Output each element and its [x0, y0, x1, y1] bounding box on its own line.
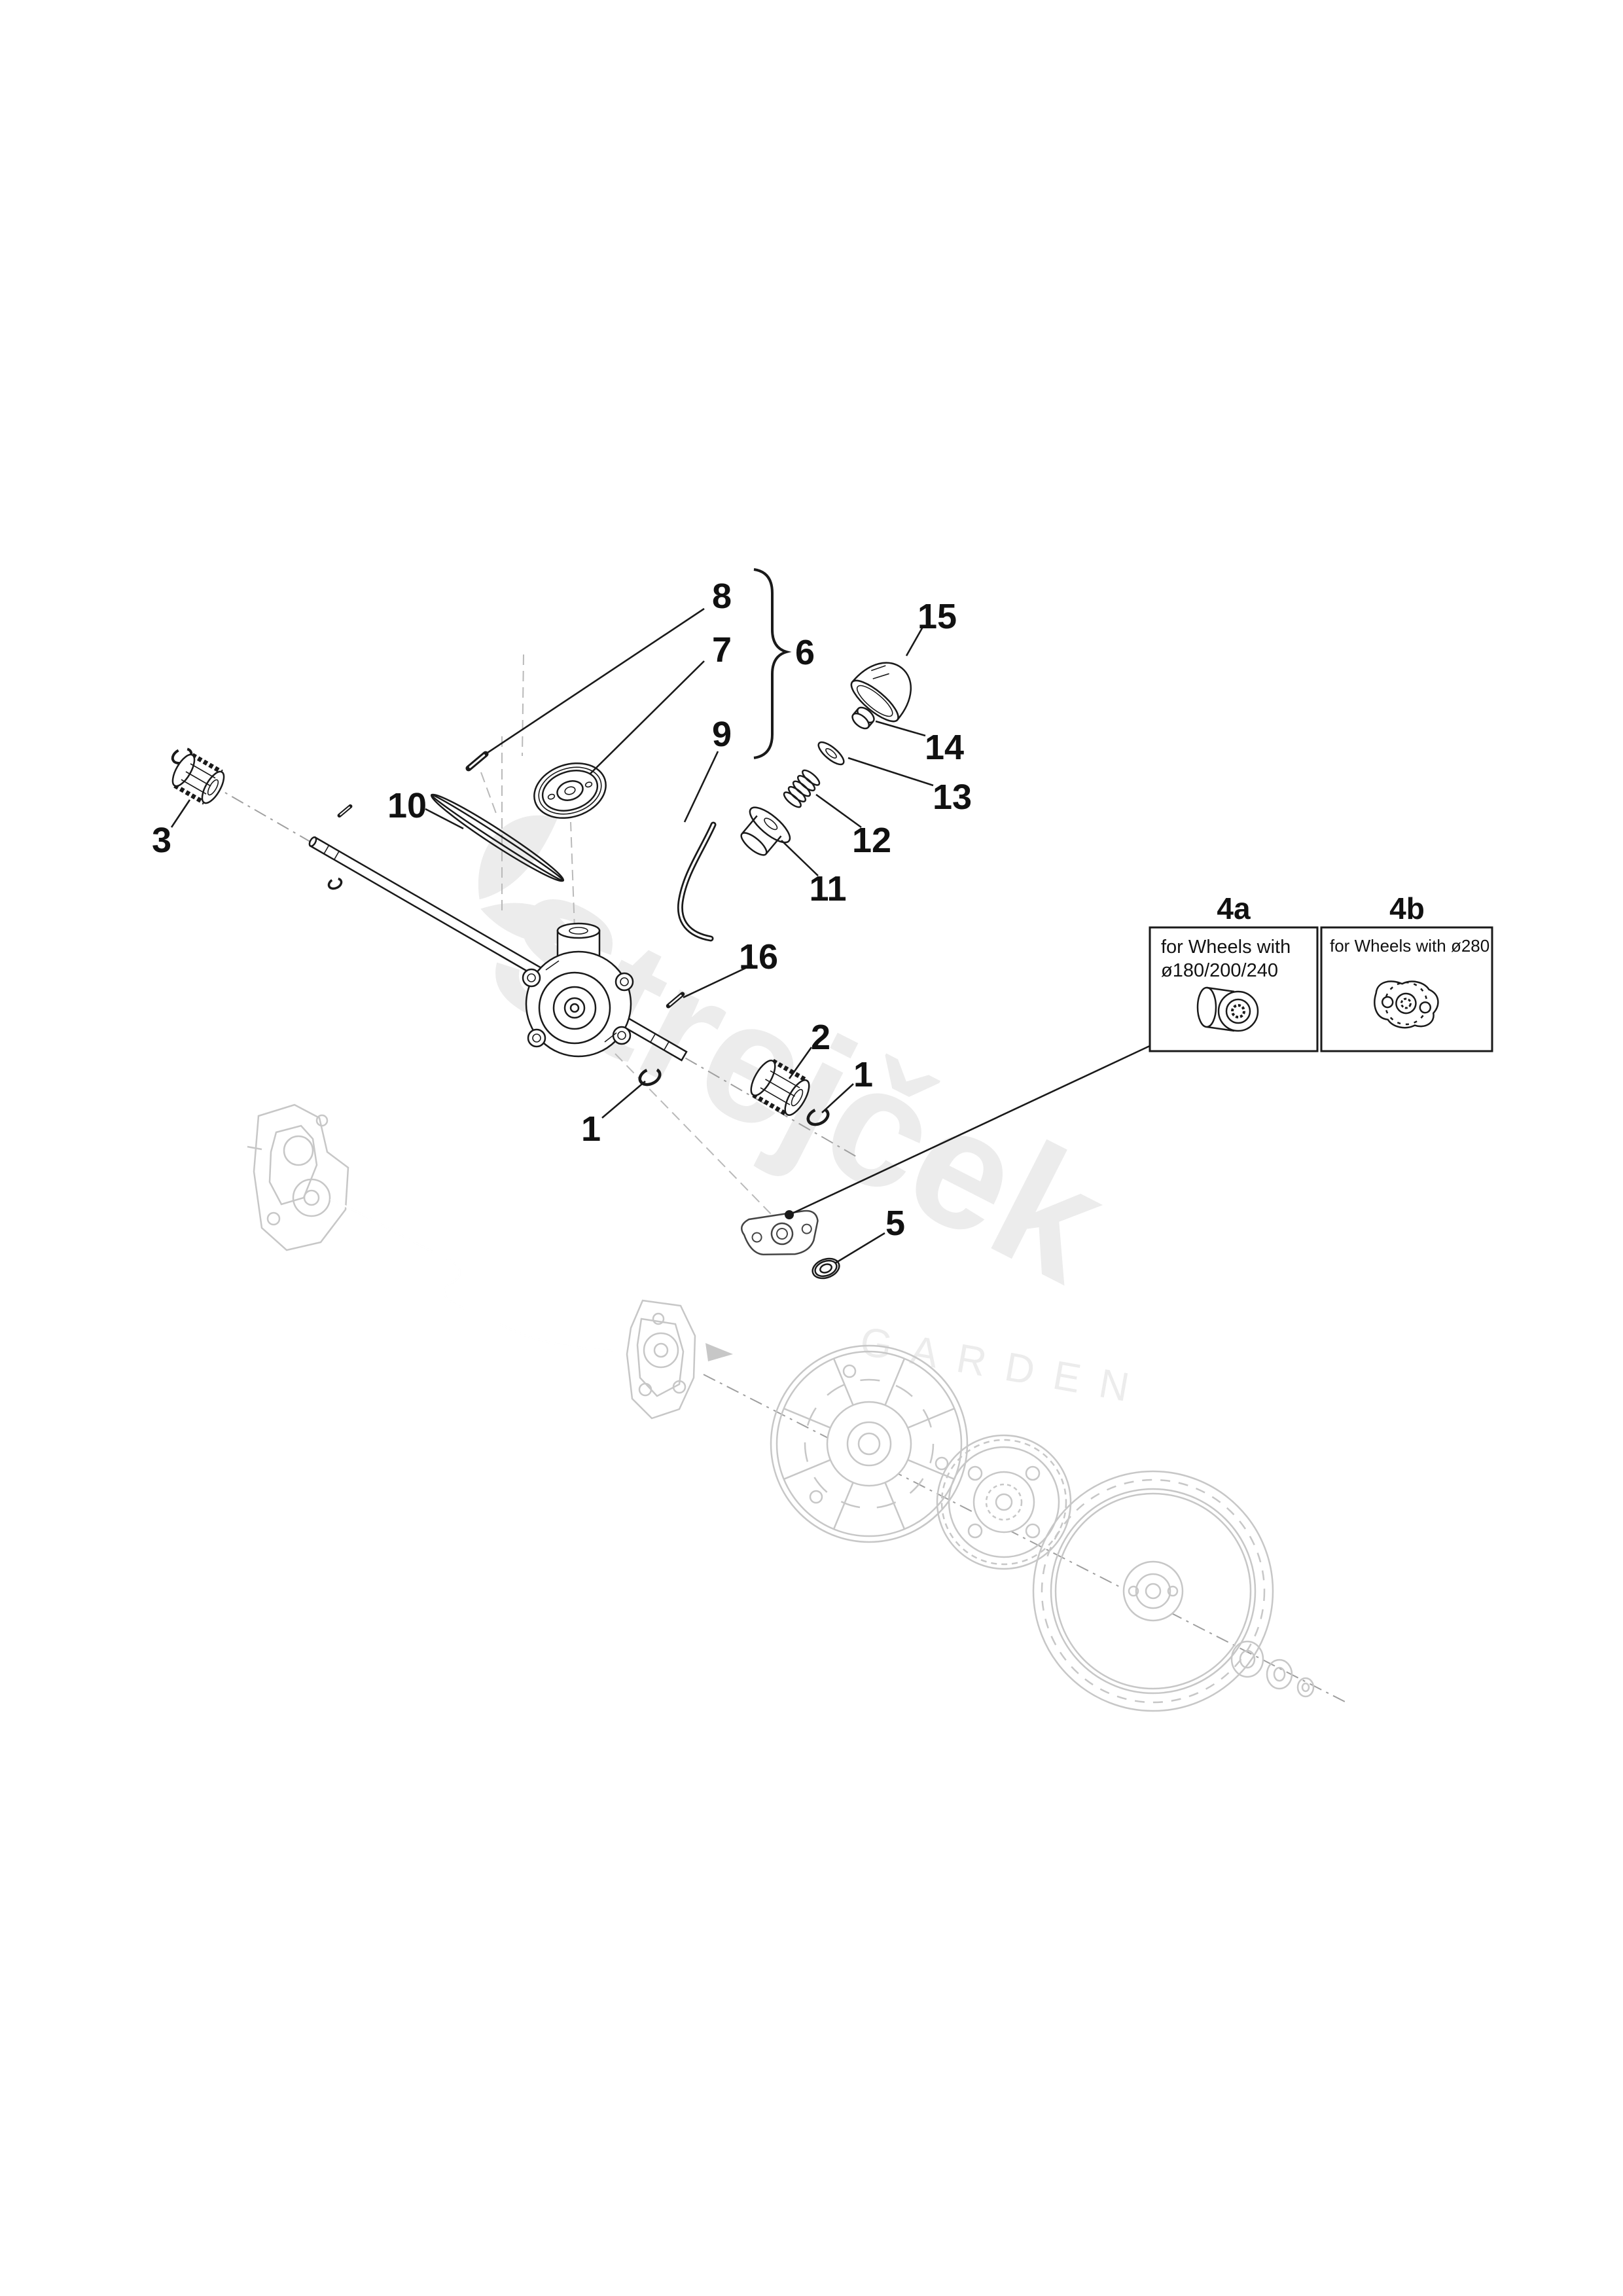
ghost-bearing-medium: [1266, 1659, 1293, 1690]
bushing-part11: [740, 806, 791, 856]
callout-8: 8: [712, 577, 732, 616]
washer-part13: [817, 741, 845, 766]
leader-15: [905, 626, 924, 656]
leader-1-left: [601, 1081, 646, 1119]
leader-16: [683, 963, 753, 999]
inset-4b-caption: for Wheels with ø280: [1330, 936, 1489, 956]
callout-11: 11: [809, 869, 846, 908]
dust-cap-part15: [850, 662, 912, 723]
callout-5: 5: [885, 1204, 905, 1243]
ghost-chassis-right-bracket: [626, 1299, 696, 1420]
inset-box-4a: 4a for Wheels with ø180/200/240: [1149, 891, 1319, 1052]
callout-12: 12: [852, 821, 891, 860]
wheel-bracket: [741, 1210, 819, 1256]
ghost-washer-small: [1296, 1677, 1315, 1698]
leader-inset-boxes: [789, 1045, 1150, 1216]
ghost-bearing-large: [1230, 1640, 1264, 1678]
circlip-part1-right: [806, 1107, 830, 1126]
transmission-gearbox: [522, 922, 634, 1058]
leader-5: [834, 1232, 885, 1265]
shaft-roll-pin: [337, 804, 353, 818]
drive-pulley-part7: [533, 762, 607, 819]
callout-2: 2: [811, 1018, 830, 1057]
callout-3: 3: [152, 821, 171, 860]
ghost-wheel-axis-centerline: [703, 1374, 1346, 1702]
callout-10: 10: [387, 786, 427, 825]
leader-7: [590, 660, 705, 774]
leader-13: [847, 757, 934, 787]
callout-13: 13: [933, 778, 972, 817]
leader-end-dot: [785, 1210, 794, 1219]
brake-rod-part9: [677, 821, 717, 942]
callout-1-left: 1: [581, 1109, 601, 1149]
leader-1-right: [821, 1083, 854, 1113]
spring-part12: [783, 769, 821, 808]
ghost-chassis-left-bracket: [247, 1103, 349, 1251]
leader-14: [875, 720, 926, 737]
pinion-gear-part3: [171, 753, 225, 805]
callout-6: 6: [795, 633, 815, 672]
inset-4b-label: 4b: [1389, 891, 1425, 925]
leader-lines: [170, 607, 1150, 1265]
inset-4a-caption-line2: ø180/200/240: [1161, 960, 1278, 981]
spring-pin-part8: [465, 751, 489, 772]
cap-nut-part14: [851, 706, 875, 730]
pulley-axis-dash: [570, 821, 575, 930]
callout-1-right: 1: [853, 1055, 873, 1094]
ghost-wheel-inner-half: [770, 1344, 969, 1543]
ghost-axle-rod: [330, 1198, 733, 1361]
callout-15: 15: [918, 597, 957, 636]
leader-3: [170, 799, 191, 828]
drive-gear-part2: [750, 1058, 810, 1117]
circlip-part1-left: [638, 1067, 662, 1086]
shaft-circlip-small: [327, 877, 343, 890]
callout-7: 7: [712, 630, 732, 670]
roll-pin-part16: [666, 992, 685, 1009]
gearbox-input-neck: [556, 922, 601, 958]
leader-11: [781, 840, 819, 876]
ghost-axle-tip: [705, 1343, 733, 1361]
inset-4a-caption-line1: for Wheels with: [1161, 937, 1291, 958]
pin8-guide-dash: [480, 772, 498, 817]
inset-box-4b: 4b for Wheels with ø280: [1320, 891, 1493, 1052]
inset-4b-part: [1374, 980, 1439, 1029]
drive-belt-part10: [430, 793, 565, 882]
belt-guide-dash-upper: [522, 654, 524, 757]
ghost-wheel-tire: [1032, 1470, 1274, 1712]
callout-14: 14: [925, 728, 964, 767]
group-brace-6: [753, 568, 792, 759]
leader-2: [788, 1047, 813, 1079]
leader-12: [815, 793, 862, 829]
ghost-gear-ring: [936, 1434, 1072, 1570]
leader-8: [485, 607, 705, 755]
watermark-leaf-icon: [478, 815, 576, 944]
callout-labels: 8 7 6 9 15 14 13 12 11 10 3 16 2 1 1 5: [152, 577, 972, 1243]
callout-16: 16: [739, 937, 778, 977]
inset-4a-label: 4a: [1217, 891, 1251, 925]
leader-10: [425, 808, 464, 830]
callout-9: 9: [712, 715, 732, 754]
leader-9: [683, 751, 719, 823]
inset-4a-part: [1196, 986, 1259, 1032]
oring-part5: [812, 1257, 840, 1280]
